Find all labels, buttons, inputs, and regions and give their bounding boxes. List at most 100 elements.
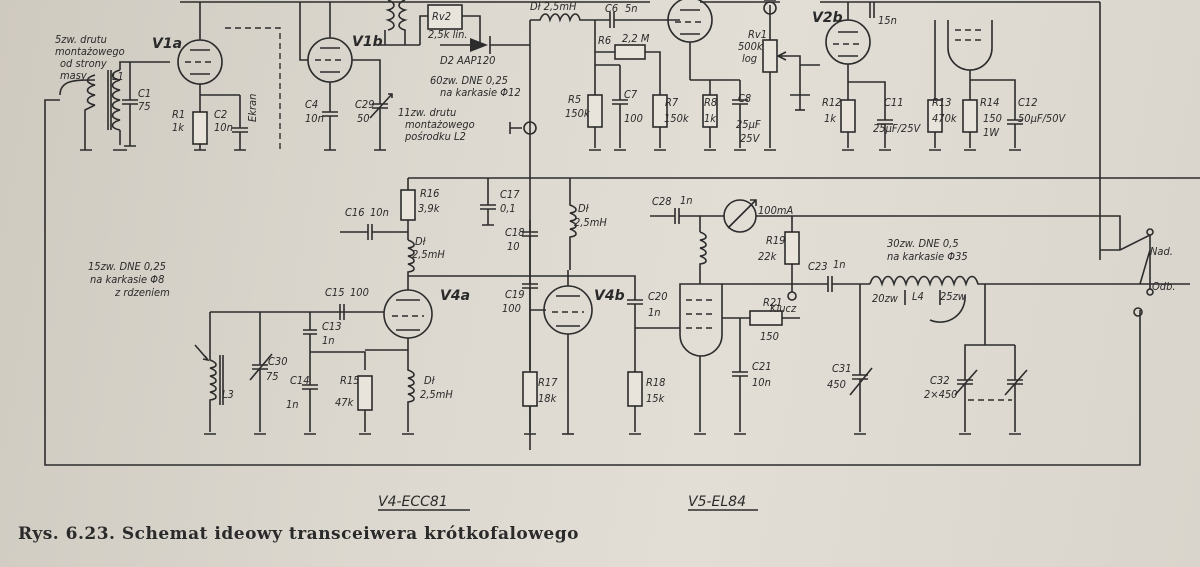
r12-resistor xyxy=(840,99,856,133)
c1-capacitor xyxy=(122,62,138,147)
label-c7: C7 xyxy=(624,88,638,101)
label-r17: R17 xyxy=(538,376,558,389)
label-c32: C32 xyxy=(930,374,950,387)
value-c4: 10n xyxy=(305,112,324,125)
value-r17: 18k xyxy=(538,392,558,405)
c19-capacitor xyxy=(522,276,538,370)
r16-resistor xyxy=(400,189,416,221)
c20-capacitor xyxy=(570,275,643,372)
label-r7: R7 xyxy=(665,96,679,109)
label-c30: C30 xyxy=(268,355,288,368)
r18-resistor xyxy=(627,371,643,407)
c6-capacitor xyxy=(590,12,680,28)
v1b-tube xyxy=(299,2,353,100)
label-r5: R5 xyxy=(568,93,581,106)
label-c1: C1 xyxy=(138,87,151,100)
value-c15n: 15n xyxy=(878,14,897,27)
label-r6: R6 xyxy=(598,34,611,47)
label-ma: 100mA xyxy=(758,204,794,217)
label-v2b: V2b xyxy=(812,10,843,26)
r5-resistor xyxy=(587,94,603,128)
value-dl4: 2,5mH xyxy=(420,388,453,401)
label-rv2: Rv2 xyxy=(432,10,451,23)
value-r14-2: 1W xyxy=(983,126,1000,139)
label-r19: R19 xyxy=(766,234,785,247)
value-r6: 2,2 M xyxy=(622,32,650,45)
c17-capacitor xyxy=(480,178,496,226)
label-c18: C18 xyxy=(505,226,525,239)
v3-tube xyxy=(947,20,993,80)
label-r12: R12 xyxy=(822,96,841,109)
c23-capacitor xyxy=(722,276,870,292)
rv1-potentiometer xyxy=(762,39,778,73)
label-l4: L4 xyxy=(912,290,924,303)
c7-capacitor xyxy=(612,65,628,151)
value-c18: 10 xyxy=(507,240,520,253)
label-c29: C29 xyxy=(355,98,375,111)
note-l1-1: 5zw. drutu xyxy=(55,33,107,46)
value-c8-1: 25µF xyxy=(736,118,761,131)
c13-capacitor xyxy=(303,329,317,352)
r6-resistor xyxy=(614,44,646,60)
c32-capacitor xyxy=(964,284,1016,380)
label-diode: D2 AAP120 xyxy=(440,54,495,67)
label-r21: R21 xyxy=(763,296,782,309)
value-rv2: 2,5k lin. xyxy=(428,28,468,41)
value-r12: 1k xyxy=(824,112,837,125)
value-c1: 75 xyxy=(138,100,151,113)
r17-resistor xyxy=(522,371,538,407)
r14-resistor xyxy=(962,99,978,133)
r1-resistor xyxy=(192,111,208,145)
value-r14-1: 150 xyxy=(983,112,1002,125)
value-c32: 2×450 xyxy=(924,388,957,401)
value-r13: 470k xyxy=(932,112,958,125)
note-l3-2: na karkasie Φ8 xyxy=(90,273,164,286)
label-c13: C13 xyxy=(322,320,342,333)
value-c11: 25µF/25V xyxy=(873,122,922,135)
note-l4-2: na karkasie Φ35 xyxy=(887,250,968,263)
label-c12: C12 xyxy=(1018,96,1038,109)
note-60zw-1: 60zw. DNE 0,25 xyxy=(430,74,508,87)
label-tap25: 25zw xyxy=(940,290,967,303)
label-klucz: Klucz xyxy=(770,302,797,315)
c2-capacitor xyxy=(232,95,248,151)
l4-coil xyxy=(869,275,1140,287)
note-l2-1: 11zw. drutu xyxy=(398,106,456,119)
note-l3-1: 15zw. DNE 0,25 xyxy=(88,260,166,273)
label-c15: C15 xyxy=(325,286,345,299)
jack-socket xyxy=(523,121,537,135)
value-c6: 5n xyxy=(625,2,638,15)
note-l1-3: od strony xyxy=(60,57,107,70)
label-v1b: V1b xyxy=(352,34,383,50)
c30-capacitor xyxy=(252,345,268,435)
label-r16: R16 xyxy=(420,187,439,200)
c16-capacitor xyxy=(340,224,408,240)
label-v4a: V4a xyxy=(440,288,470,304)
v2b-tube xyxy=(825,2,871,82)
value-c20: 1n xyxy=(648,306,661,319)
v4b-tube xyxy=(530,270,593,434)
label-r18: R18 xyxy=(646,376,665,389)
label-c19: C19 xyxy=(505,288,525,301)
label-c6: C6 xyxy=(605,2,618,15)
label-c8: C8 xyxy=(738,92,751,105)
label-tap20: 20zw xyxy=(872,292,899,305)
value-r21: 150 xyxy=(760,330,779,343)
l3-coil xyxy=(204,359,217,435)
label-c21: C21 xyxy=(752,360,772,373)
note-l1-2: montażowego xyxy=(55,45,125,58)
dl4-choke xyxy=(365,349,415,435)
value-c30: 75 xyxy=(266,370,279,383)
value-r7: 150k xyxy=(664,112,690,125)
value-c28: 1n xyxy=(680,194,693,207)
value-rv1-2: log xyxy=(742,52,757,65)
value-c13: 1n xyxy=(322,334,335,347)
tx-rx-switch xyxy=(1119,234,1151,290)
key-terminal xyxy=(787,291,797,301)
label-ekran: Ekran xyxy=(246,94,259,122)
value-r1: 1k xyxy=(172,121,185,134)
value-c23: 1n xyxy=(833,258,846,271)
label-c2: C2 xyxy=(214,108,227,121)
c15n-capacitor xyxy=(869,2,875,18)
